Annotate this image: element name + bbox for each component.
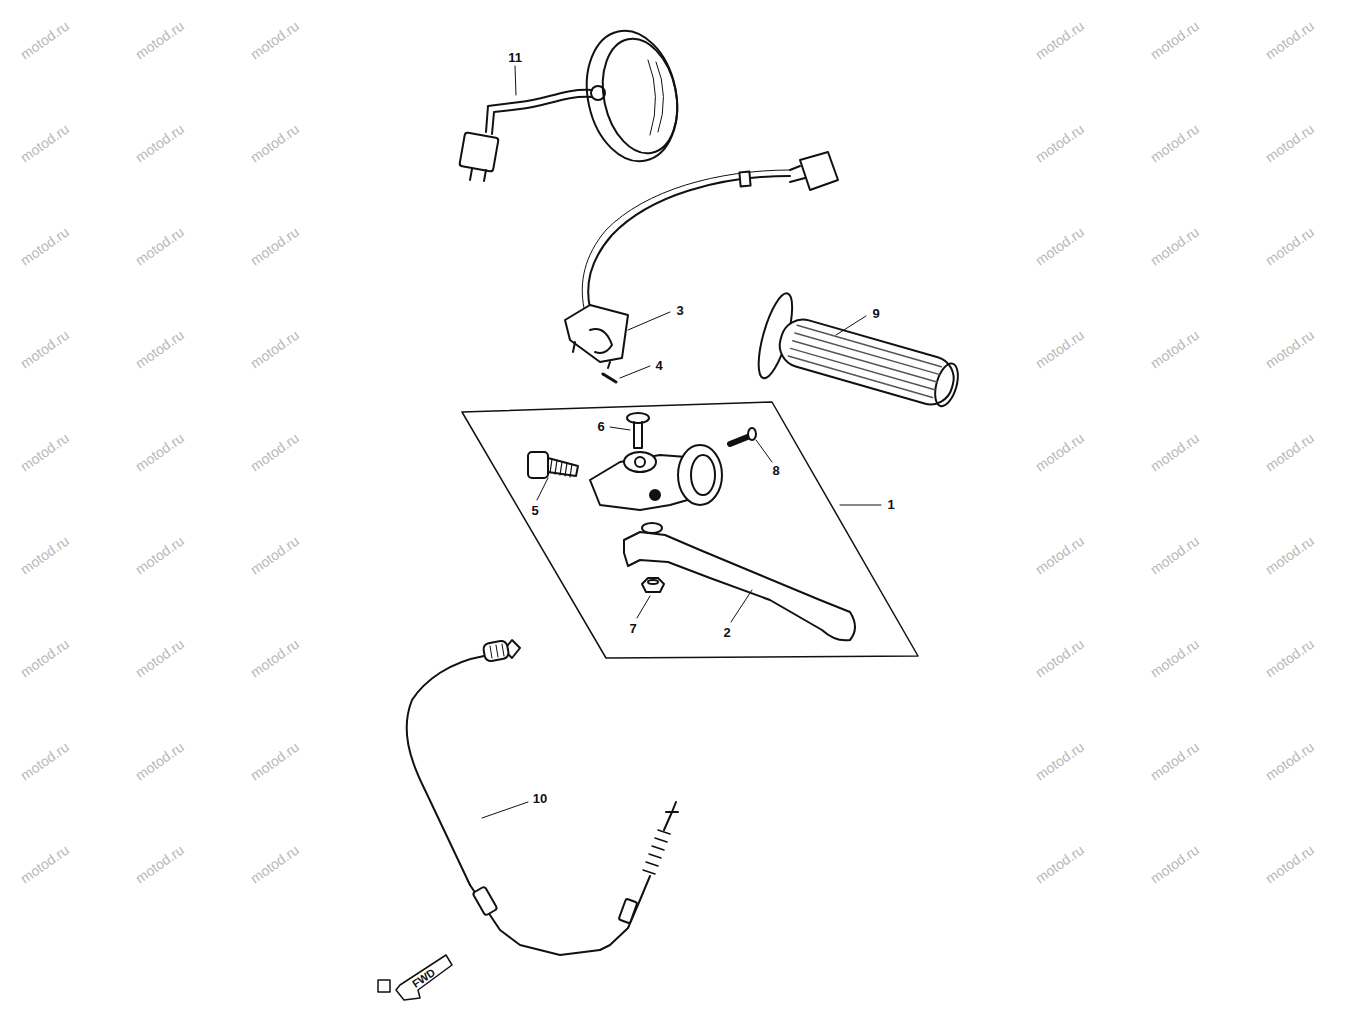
watermark: motod.ru xyxy=(18,636,72,681)
watermark: motod.ru xyxy=(1263,121,1317,166)
watermark: motod.ru xyxy=(1263,636,1317,681)
callout-number: 3 xyxy=(674,303,685,318)
grip xyxy=(752,290,969,430)
watermark: motod.ru xyxy=(133,842,187,887)
watermark: motod.ru xyxy=(248,121,302,166)
screw xyxy=(730,428,756,444)
watermark: motod.ru xyxy=(18,739,72,784)
screw xyxy=(603,374,616,382)
watermark: motod.ru xyxy=(1033,430,1087,475)
leader-lines xyxy=(482,66,881,818)
watermark: motod.ru xyxy=(1148,224,1202,269)
callout-number: 10 xyxy=(531,791,549,806)
watermark: motod.ru xyxy=(248,18,302,63)
watermark: motod.ru xyxy=(18,430,72,475)
watermark: motod.ru xyxy=(1263,224,1317,269)
watermark: motod.ru xyxy=(1148,739,1202,784)
watermark: motod.ru xyxy=(133,636,187,681)
watermark: motod.ru xyxy=(18,842,72,887)
watermark: motod.ru xyxy=(1148,121,1202,166)
watermark: motod.ru xyxy=(133,327,187,372)
watermark: motod.ru xyxy=(133,533,187,578)
watermark: motod.ru xyxy=(1263,739,1317,784)
watermark: motod.ru xyxy=(1263,327,1317,372)
watermark: motod.ru xyxy=(1033,739,1087,784)
watermark: motod.ru xyxy=(1263,18,1317,63)
callout-number: 9 xyxy=(870,306,881,321)
watermark: motod.ru xyxy=(1033,636,1087,681)
watermark: motod.ru xyxy=(1033,224,1087,269)
watermark: motod.ru xyxy=(133,18,187,63)
watermark: motod.ru xyxy=(1148,842,1202,887)
watermark: motod.ru xyxy=(18,224,72,269)
watermark: motod.ru xyxy=(18,533,72,578)
callout-number: 11 xyxy=(506,50,524,65)
assembly-frame xyxy=(462,402,918,658)
watermark: motod.ru xyxy=(1263,842,1317,887)
watermark: motod.ru xyxy=(1033,18,1087,63)
watermark: motod.ru xyxy=(133,430,187,475)
callout-number: 7 xyxy=(627,621,638,636)
watermark: motod.ru xyxy=(18,18,72,63)
watermark: motod.ru xyxy=(248,224,302,269)
watermark: motod.ru xyxy=(1033,327,1087,372)
watermark: motod.ru xyxy=(1148,636,1202,681)
watermark: motod.ru xyxy=(1148,18,1202,63)
callout-number: 1 xyxy=(885,497,896,512)
nut xyxy=(642,578,664,592)
callout-number: 8 xyxy=(770,463,781,478)
callout-number: 6 xyxy=(595,419,606,434)
watermark: motod.ru xyxy=(248,430,302,475)
watermark: motod.ru xyxy=(1263,533,1317,578)
clutch-cable xyxy=(407,640,678,955)
watermark: motod.ru xyxy=(133,224,187,269)
callout-number: 2 xyxy=(721,625,732,640)
watermark: motod.ru xyxy=(248,739,302,784)
watermark: motod.ru xyxy=(1148,430,1202,475)
watermark: motod.ru xyxy=(1033,121,1087,166)
watermark: motod.ru xyxy=(248,327,302,372)
watermark: motod.ru xyxy=(1148,533,1202,578)
lever xyxy=(624,532,855,640)
callout-number: 5 xyxy=(529,503,540,518)
watermark: motod.ru xyxy=(1033,533,1087,578)
forward-arrow xyxy=(378,955,452,1000)
adjuster-bolt xyxy=(528,452,578,478)
lever-holder xyxy=(590,445,722,510)
watermark: motod.ru xyxy=(248,636,302,681)
watermark: motod.ru xyxy=(18,327,72,372)
watermark: motod.ru xyxy=(133,121,187,166)
watermark: motod.ru xyxy=(133,739,187,784)
watermark: motod.ru xyxy=(248,842,302,887)
watermark: motod.ru xyxy=(18,121,72,166)
callout-number: 4 xyxy=(653,358,664,373)
screw xyxy=(627,413,649,448)
watermark: motod.ru xyxy=(248,533,302,578)
mirror xyxy=(459,22,688,181)
watermark: motod.ru xyxy=(1033,842,1087,887)
watermark: motod.ru xyxy=(1148,327,1202,372)
watermark: motod.ru xyxy=(1263,430,1317,475)
